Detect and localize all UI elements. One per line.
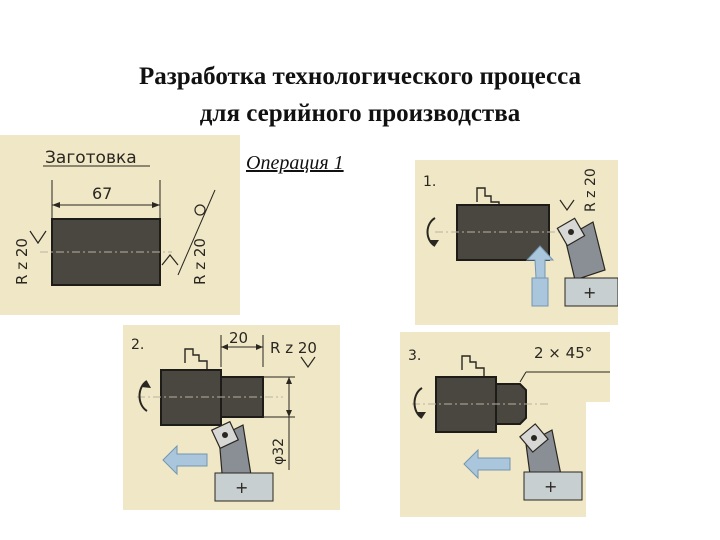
chuck-jaw-icon (184, 348, 208, 369)
title-line-1: Разработка технологического процесса (138, 63, 582, 90)
title-line-2: для серийного производства (199, 100, 521, 127)
feed-arrow-left-icon (162, 444, 208, 476)
step-2-roughness: R z 20 (270, 339, 317, 357)
step-2-dimension: 20 (229, 329, 248, 347)
blank-caption: Заготовка (45, 148, 137, 168)
roughness-symbol-left (29, 230, 47, 245)
step-3-panel: 3. 2 × 45° + (400, 332, 610, 517)
step-2-plus: + (235, 478, 248, 497)
roughness-symbol-right (161, 254, 179, 266)
no-machining-circle-icon (194, 204, 206, 216)
step-2-panel: 2. 20 R z 20 φ32 + (123, 325, 340, 510)
rotation-arrow-icon (138, 380, 148, 412)
rotation-arrow-icon (413, 387, 423, 419)
chuck-jaw-icon (476, 187, 500, 208)
rotation-arrow-icon (426, 217, 436, 247)
slide-title: Разработка технологического процесса для… (0, 58, 720, 132)
blank-dimension: 67 (92, 184, 112, 203)
cutting-tool-icon (556, 217, 606, 281)
step-1-number: 1. (423, 174, 436, 190)
operation-label: Операция 1 (246, 152, 344, 174)
step-2-diameter: φ32 (271, 438, 287, 465)
cutting-tool-icon (210, 420, 252, 486)
roughness-left: R z 20 (13, 238, 31, 285)
step-3-plus: + (544, 477, 557, 496)
workpiece-blank-panel: Заготовка 67 R z 20 R z 20 (0, 135, 240, 315)
step-1-plus: + (583, 283, 596, 302)
chuck-jaw-icon (461, 355, 485, 376)
step-1-panel: 1. R z 20 + (415, 160, 618, 325)
feed-arrow-up-icon (525, 245, 555, 279)
feed-arrow-left-icon (463, 448, 511, 480)
step-3-number: 3. (408, 348, 421, 364)
roughness-right: R z 20 (191, 238, 209, 285)
step-1-roughness: R z 20 (583, 168, 599, 212)
step-2-number: 2. (131, 337, 144, 353)
step-3-chamfer: 2 × 45° (534, 344, 592, 362)
